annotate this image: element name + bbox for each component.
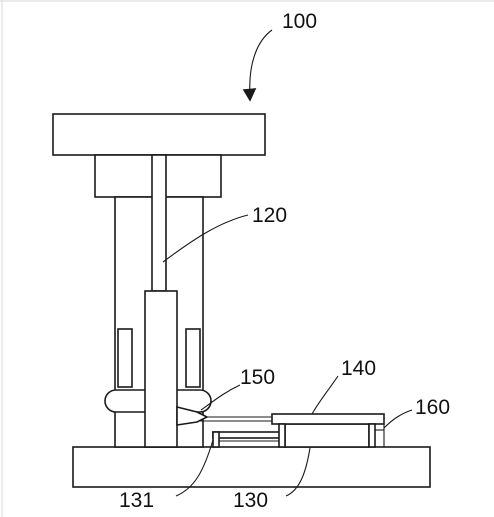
- label-131: 131: [119, 489, 154, 512]
- base-plate: [72, 446, 431, 488]
- leader-150: [200, 384, 241, 411]
- piston-rod: [151, 154, 167, 292]
- left-slot: [117, 328, 133, 388]
- leader-160: [383, 409, 413, 429]
- inner-piston: [144, 290, 178, 448]
- label-120: 120: [252, 204, 287, 227]
- head-plate: [52, 113, 266, 156]
- platform: [271, 413, 385, 425]
- leader-140: [311, 375, 339, 415]
- support-post-left: [212, 431, 220, 448]
- leader-131: [175, 439, 214, 497]
- support-rail-top: [212, 431, 286, 439]
- leader-100: [249, 29, 273, 97]
- label-140: 140: [341, 357, 376, 380]
- bracket-left-leg: [278, 423, 286, 448]
- label-130: 130: [233, 489, 268, 512]
- leader-120: [162, 214, 249, 263]
- leader-130: [285, 447, 311, 497]
- nozzle: [176, 405, 209, 426]
- right-slot: [185, 328, 201, 388]
- label-150: 150: [240, 366, 275, 389]
- label-160: 160: [415, 396, 450, 419]
- bracket-right-leg: [368, 423, 376, 448]
- arrow-100: [242, 88, 257, 102]
- base-block: [284, 423, 370, 448]
- label-100: 100: [282, 10, 317, 33]
